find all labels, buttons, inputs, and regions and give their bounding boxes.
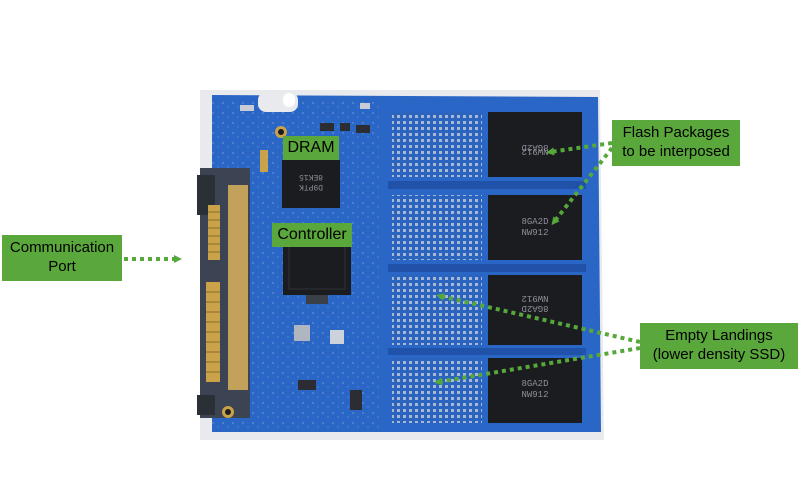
flash-2-marking-1: 8GA2D — [521, 217, 548, 227]
flash-4-marking-1: 8GA2D — [521, 379, 548, 389]
flash-packages-label: Flash Packages to be interposed — [612, 120, 740, 166]
empty-landings-label: Empty Landings (lower density SSD) — [640, 323, 798, 369]
flash-markings: 8GA2D NW912 8GA2D NW912 8GA2D NW912 8GA2… — [521, 142, 548, 400]
dram-marking-line-2: D9PTK — [299, 182, 323, 191]
arrow-empty-2 — [434, 346, 641, 386]
dram-marking-line-1: 8EK15 — [299, 172, 323, 181]
dram-chip: 8EK15 D9PTK — [282, 160, 340, 208]
dram-label-text: DRAM — [287, 139, 335, 156]
controller-label: Controller — [272, 223, 352, 247]
empty-landings-line-2: (lower density SSD) — [652, 346, 786, 363]
arrow-flash-1 — [546, 141, 613, 156]
dram-label: DRAM — [283, 136, 339, 160]
flash-1-marking-2: NW912 — [521, 146, 548, 156]
communication-port-label: Communication Port — [2, 235, 122, 281]
communication-port-line-2: Port — [48, 258, 76, 275]
flash-package-1 — [488, 112, 582, 177]
flash-package-3 — [488, 275, 582, 345]
communication-port-line-1: Communication — [9, 239, 115, 256]
flash-packages-line-2: to be interposed — [622, 143, 730, 160]
nand-rows — [388, 112, 586, 423]
controller-chip — [283, 240, 351, 295]
flash-package-4 — [488, 358, 582, 423]
flash-3-marking-2: NW912 — [521, 293, 548, 303]
flash-2-marking-2: NW912 — [521, 228, 548, 238]
empty-landings-line-1: Empty Landings — [665, 327, 773, 344]
arrow-empty-1 — [436, 292, 641, 344]
flash-4-marking-2: NW912 — [521, 390, 548, 400]
flash-3-marking-1: 8GA2D — [521, 303, 548, 313]
sata-connector — [197, 168, 250, 418]
flash-1-marking-1: 8GA2D — [521, 142, 548, 152]
small-components — [222, 103, 370, 418]
controller-label-text: Controller — [277, 226, 347, 243]
flash-packages-line-1: Flash Packages — [622, 124, 730, 141]
annotation-arrows — [124, 141, 641, 386]
